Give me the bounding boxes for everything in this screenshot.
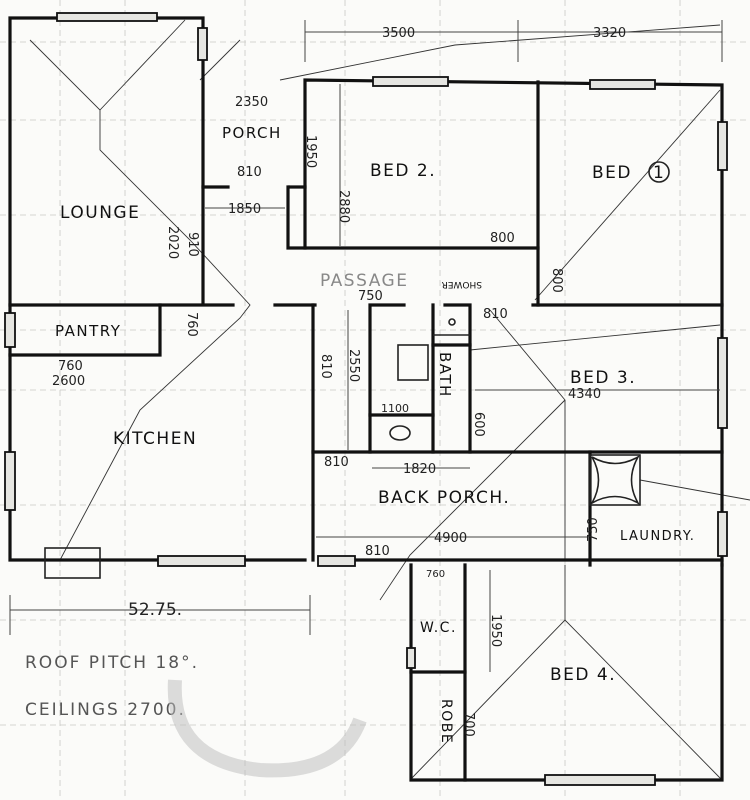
dim-2600: 2600 [52, 374, 85, 389]
dim-760-pantry: 760 [58, 359, 83, 374]
dim-810-backporch: 810 [324, 455, 349, 470]
room-label-bed1-number: 1 [653, 163, 665, 183]
dim-760-wc: 760 [426, 569, 445, 580]
dim-52-75: 52.75. [128, 600, 182, 620]
window [544, 774, 656, 786]
notes: ROOF PITCH 18°. CEILINGS 2700. [25, 653, 367, 778]
dim-800-bed2: 800 [490, 231, 515, 246]
dim-810-porch: 810 [237, 165, 262, 180]
walls [8, 16, 724, 782]
dim-4340: 4340 [568, 387, 601, 402]
room-label-bath: BATH [436, 352, 454, 398]
dimension-labels: 3500 3320 2350 1950 810 1850 2880 800 80… [52, 26, 626, 737]
dim-2880: 2880 [336, 190, 351, 223]
room-label-kitchen: KITCHEN [113, 429, 197, 449]
laundry-tub [589, 454, 641, 506]
room-label-bed3: BED 3. [570, 368, 636, 388]
room-label-bed1: BED [592, 163, 632, 183]
dim-600: 600 [471, 412, 486, 437]
dim-750-laundry: 750 [586, 517, 601, 542]
dim-1100: 1100 [381, 402, 409, 415]
dim-910: 910 [185, 232, 200, 257]
room-label-bed4: BED 4. [550, 665, 616, 685]
dim-1820: 1820 [403, 462, 436, 477]
tub-outline [589, 454, 641, 506]
window [589, 79, 656, 90]
window [4, 312, 16, 348]
room-label-lounge: LOUNGE [60, 203, 140, 223]
dim-2350: 2350 [235, 95, 268, 110]
dimension-lines [9, 20, 723, 672]
dim-800-bed1: 800 [549, 268, 564, 293]
room-label-pantry: PANTRY [55, 322, 121, 340]
room-label-bed2: BED 2. [370, 161, 436, 181]
dim-3320: 3320 [593, 26, 626, 41]
note-ceilings: CEILINGS 2700. [25, 700, 186, 720]
dim-4900: 4900 [434, 531, 467, 546]
window [157, 555, 246, 567]
window [717, 121, 728, 171]
room-label-back-porch: BACK PORCH. [378, 488, 510, 508]
room-labels: LOUNGE PORCH BED 2. BED 1 PASSAGE SHOWER… [55, 124, 695, 744]
dim-1950-bed4: 1950 [488, 614, 503, 647]
dim-810-bath: 810 [483, 307, 508, 322]
dim-1950-porch: 1950 [303, 135, 318, 168]
dim-750-passage: 750 [358, 289, 383, 304]
toilet-bowl-icon [389, 425, 411, 441]
window [317, 555, 356, 567]
room-label-wc: W.C. [420, 620, 457, 636]
window [406, 647, 416, 669]
window [372, 76, 449, 87]
note-roof-pitch: ROOF PITCH 18°. [25, 653, 199, 673]
window [717, 337, 728, 429]
windows [4, 12, 728, 786]
dim-2020: 2020 [165, 226, 180, 259]
dim-2550: 2550 [346, 349, 361, 382]
room-label-laundry: LAUNDRY. [620, 529, 695, 544]
dim-810-kitchen-side: 810 [318, 354, 333, 379]
dim-3500: 3500 [382, 26, 415, 41]
room-label-robe: ROBE [438, 699, 454, 744]
window [4, 451, 16, 511]
room-label-porch: PORCH [222, 124, 282, 142]
fixtures [44, 318, 641, 579]
room-label-shower: SHOWER [442, 279, 482, 289]
vanity [397, 344, 429, 381]
shower-rose-icon [448, 318, 456, 326]
window [197, 27, 208, 61]
bed1-number-circle [648, 161, 670, 183]
coffee-stain [167, 679, 367, 778]
stove [44, 547, 101, 579]
window [717, 511, 728, 557]
dim-810-bottom: 810 [365, 544, 390, 559]
dim-1850: 1850 [228, 202, 261, 217]
dim-700-robe: 700 [461, 712, 476, 737]
window [56, 12, 158, 22]
room-label-passage: PASSAGE [320, 271, 408, 291]
dim-760-pantry-side: 760 [184, 312, 199, 337]
